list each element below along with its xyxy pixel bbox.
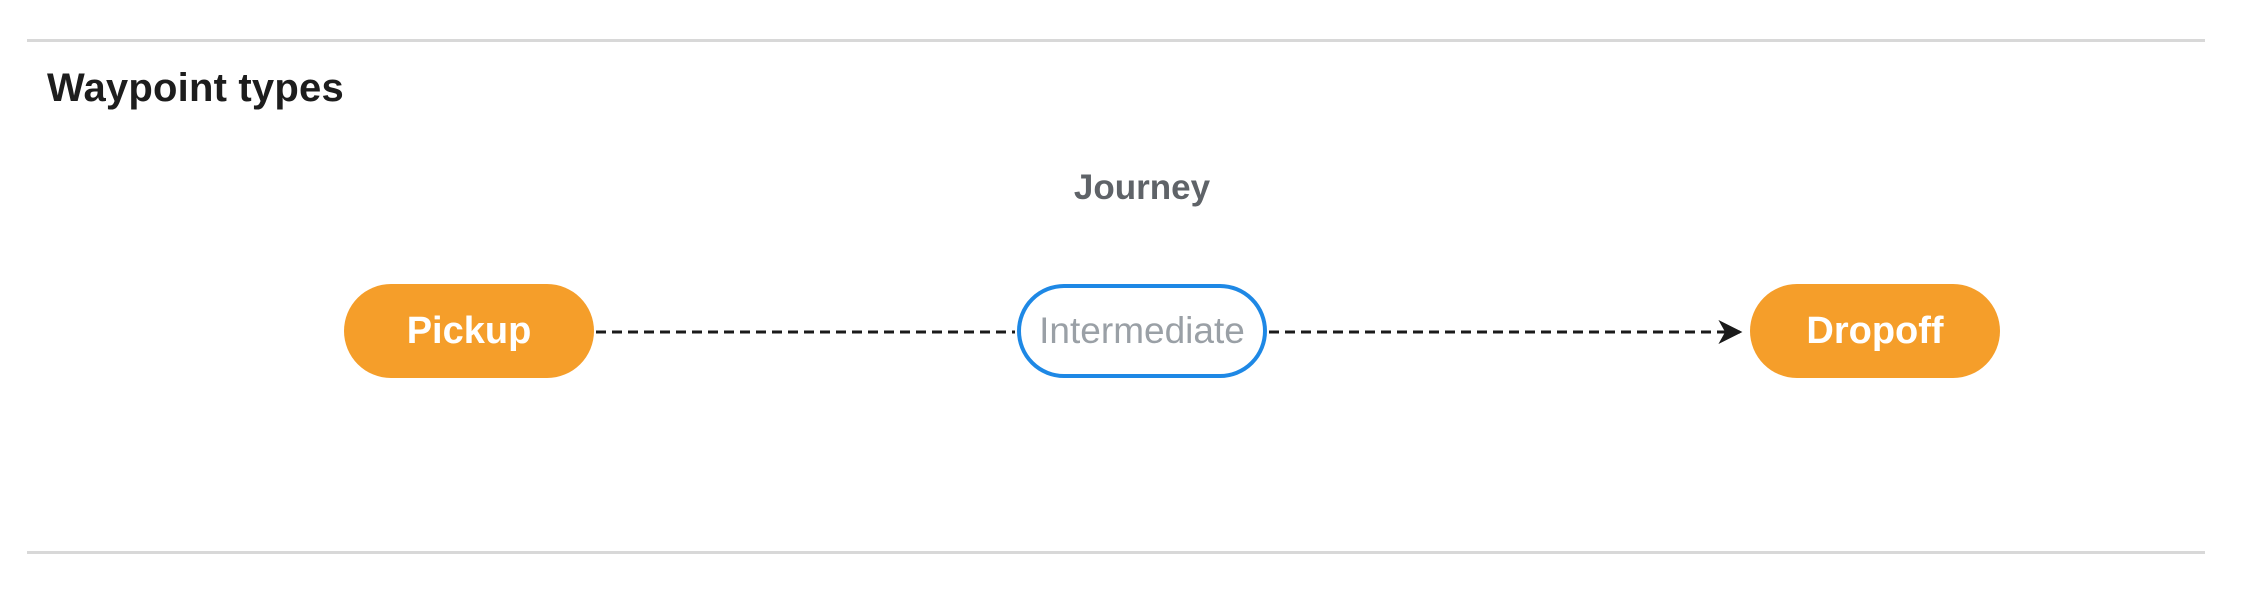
node-dropoff: Dropoff xyxy=(1750,284,2000,378)
node-pickup-label: Pickup xyxy=(406,309,532,352)
node-dropoff-label: Dropoff xyxy=(1806,309,1944,352)
journey-label: Journey xyxy=(1073,168,1211,207)
top-divider xyxy=(27,39,2205,42)
node-pickup: Pickup xyxy=(344,284,594,378)
bottom-divider xyxy=(27,551,2205,554)
section-title: Waypoint types xyxy=(47,66,344,110)
node-intermediate: Intermediate xyxy=(1017,284,1267,378)
node-intermediate-label: Intermediate xyxy=(1039,310,1245,351)
